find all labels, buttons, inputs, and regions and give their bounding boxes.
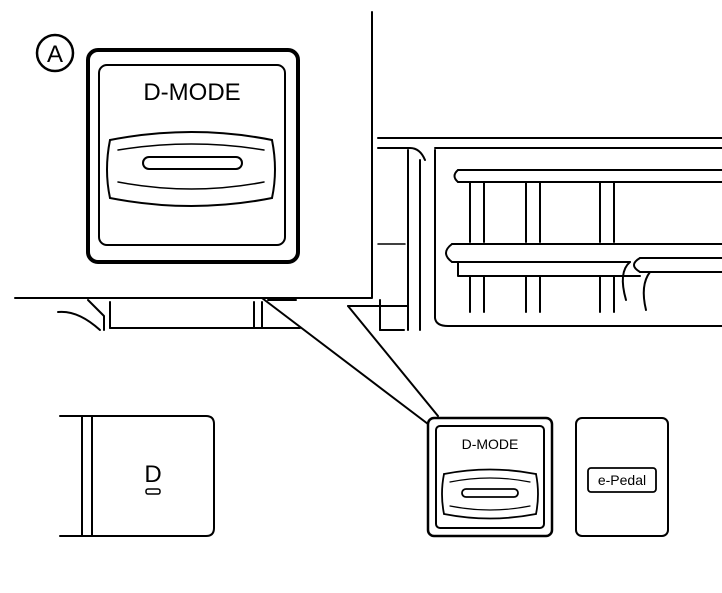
lower-dash-edge [14, 11, 409, 331]
left-d-button-label: D [144, 461, 161, 488]
callout-marker-label: A [47, 41, 63, 68]
left-d-indicator [145, 488, 161, 495]
left-d-button: D [59, 415, 215, 537]
epedal-switch: e-Pedal [575, 417, 669, 537]
zoomed-dmode-switch: D-MODE [86, 48, 300, 264]
zoomed-dmode-label: D-MODE [143, 79, 240, 106]
zoomed-indicator-slot [142, 156, 243, 170]
epedal-switch-label: e-Pedal [598, 472, 646, 488]
dmode-indicator-slot [461, 488, 519, 498]
leader-lines [261, 297, 439, 425]
dashboard-vent [377, 137, 722, 331]
dmode-switch-label: D-MODE [462, 436, 519, 452]
callout-marker-a: A [35, 33, 75, 73]
dmode-switch: D-MODE [426, 416, 554, 538]
epedal-label-frame [587, 467, 657, 493]
